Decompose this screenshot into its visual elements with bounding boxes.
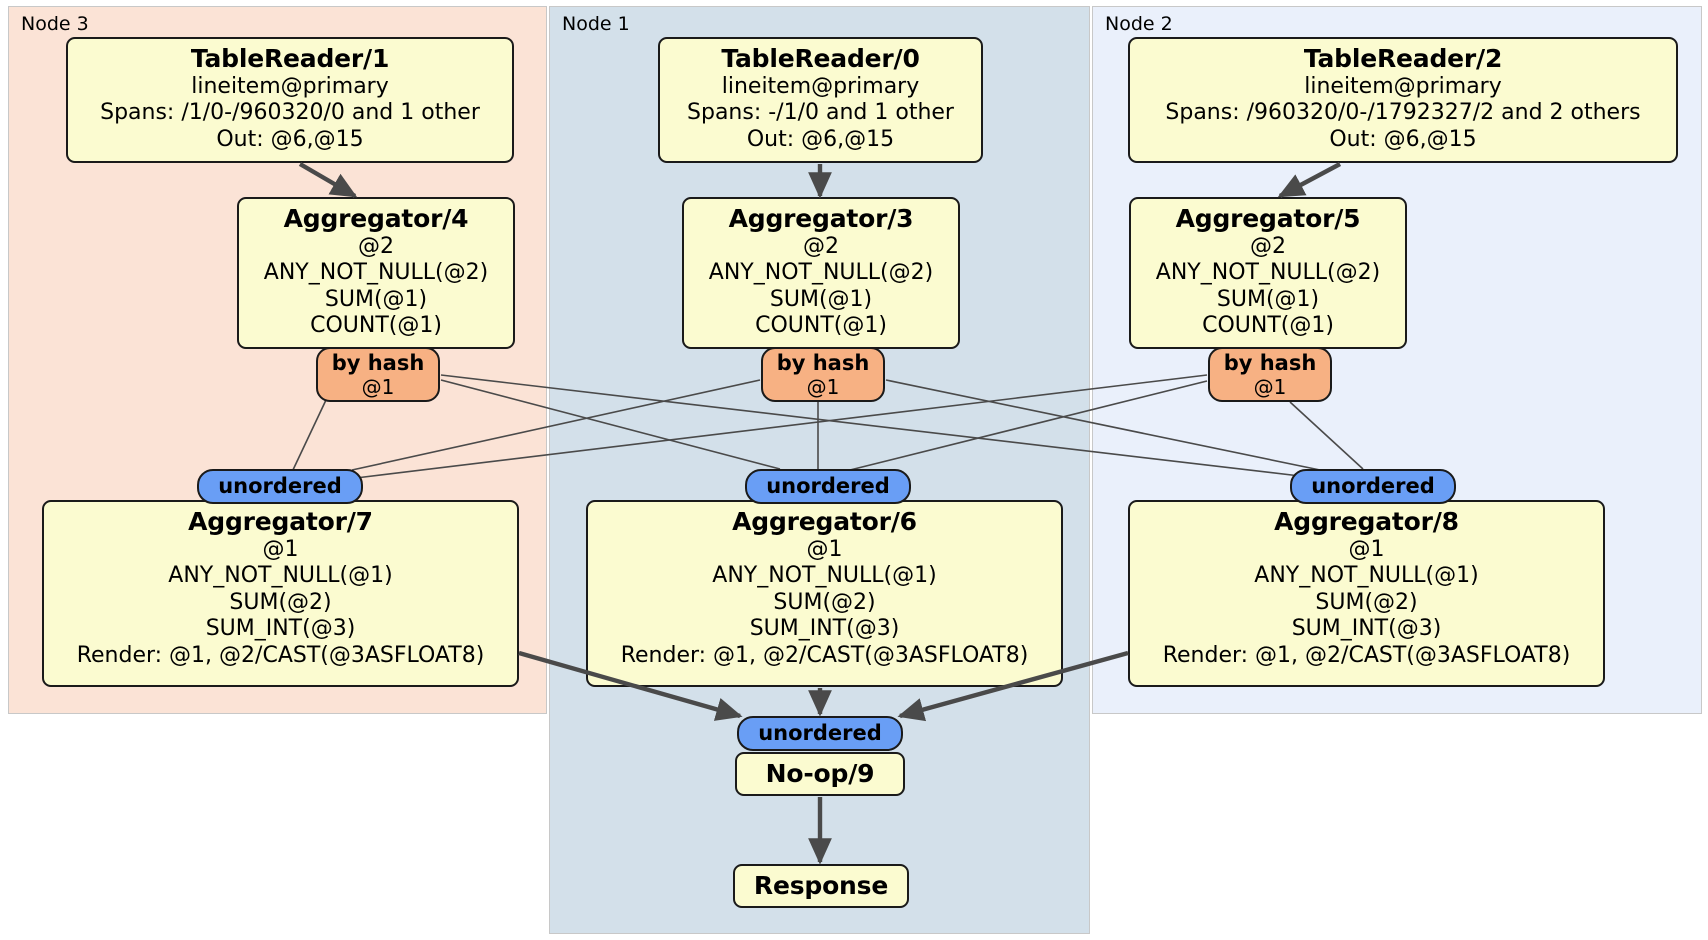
router-pill-type: unordered bbox=[766, 473, 890, 498]
node-panel-label-node-3: Node 3 bbox=[21, 13, 89, 35]
processor-detail-line: @1 bbox=[806, 537, 843, 562]
processor-title: Aggregator/5 bbox=[1175, 204, 1361, 233]
processor-detail-line: @2 bbox=[1250, 234, 1286, 259]
processor-detail-line: ANY_NOT_NULL(@1) bbox=[168, 563, 393, 589]
processor-detail-line: Spans: -/1/0 and 1 other bbox=[687, 100, 954, 126]
processor-detail-line: SUM_INT(@3) bbox=[749, 616, 900, 642]
processor-detail-line: lineitem@primary bbox=[1304, 74, 1502, 99]
router-pill-type: unordered bbox=[218, 473, 342, 498]
processor-title: Aggregator/4 bbox=[283, 204, 469, 233]
router-pill-by-hash-left[interactable]: by hash@1 bbox=[316, 347, 440, 402]
router-pill-type: by hash bbox=[776, 351, 870, 375]
processor-detail-line: SUM_INT(@3) bbox=[205, 616, 356, 642]
processor-detail-line: Spans: /960320/0-/1792327/2 and 2 others bbox=[1165, 100, 1641, 126]
processor-title: TableReader/2 bbox=[1303, 44, 1503, 73]
router-pill-type: unordered bbox=[758, 720, 882, 745]
node-panel-label-node-2: Node 2 bbox=[1105, 13, 1173, 35]
processor-detail-line: Render: @1, @2/CAST(@3ASFLOAT8) bbox=[1162, 642, 1571, 668]
processor-response[interactable]: Response bbox=[733, 864, 909, 908]
processor-detail-line: ANY_NOT_NULL(@2) bbox=[708, 260, 934, 286]
router-pill-key: @1 bbox=[1253, 374, 1287, 399]
processor-detail-line: SUM_INT(@3) bbox=[1291, 616, 1442, 642]
processor-detail-line: COUNT(@1) bbox=[1202, 313, 1334, 339]
node-panel-label-node-1: Node 1 bbox=[562, 13, 630, 35]
processor-title: Response bbox=[753, 871, 889, 900]
processor-title: No-op/9 bbox=[765, 759, 875, 788]
processor-title: Aggregator/3 bbox=[728, 204, 914, 233]
processor-title: TableReader/0 bbox=[721, 44, 920, 73]
processor-title: Aggregator/7 bbox=[188, 507, 373, 536]
processor-detail-line: lineitem@primary bbox=[191, 74, 389, 99]
router-pill-by-hash-center[interactable]: by hash@1 bbox=[761, 347, 885, 402]
processor-detail-line: @1 bbox=[1348, 537, 1385, 562]
processor-detail-line: @2 bbox=[803, 234, 839, 259]
processor-detail-line: Out: @6,@15 bbox=[216, 126, 364, 152]
router-pill-by-hash-right[interactable]: by hash@1 bbox=[1208, 347, 1332, 402]
processor-detail-line: Out: @6,@15 bbox=[746, 126, 895, 152]
processor-detail-line: ANY_NOT_NULL(@2) bbox=[1155, 260, 1381, 286]
processor-detail-line: @2 bbox=[358, 234, 394, 259]
router-pill-unordered-final[interactable]: unordered bbox=[737, 716, 903, 751]
processor-title: TableReader/1 bbox=[190, 44, 390, 73]
processor-no-op-9[interactable]: No-op/9 bbox=[735, 752, 905, 796]
processor-detail-line: lineitem@primary bbox=[721, 74, 920, 99]
router-pill-unordered-right[interactable]: unordered bbox=[1290, 469, 1456, 504]
processor-title: Aggregator/6 bbox=[732, 507, 917, 536]
processor-detail-line: Out: @6,@15 bbox=[1329, 126, 1477, 152]
processor-detail-line: SUM(@2) bbox=[773, 589, 876, 615]
router-pill-key: @1 bbox=[806, 374, 840, 399]
router-pill-key: @1 bbox=[361, 374, 395, 399]
processor-detail-line: Spans: /1/0-/960320/0 and 1 other bbox=[100, 100, 480, 126]
router-pill-unordered-left[interactable]: unordered bbox=[197, 469, 363, 504]
processor-detail-line: COUNT(@1) bbox=[755, 313, 887, 339]
processor-detail-line: SUM(@1) bbox=[324, 286, 428, 312]
processor-detail-line: COUNT(@1) bbox=[310, 313, 442, 339]
router-pill-type: by hash bbox=[1223, 351, 1317, 375]
processor-detail-line: @1 bbox=[262, 537, 299, 562]
processor-detail-line: SUM(@1) bbox=[769, 286, 873, 312]
processor-detail-line: ANY_NOT_NULL(@1) bbox=[1254, 563, 1479, 589]
processor-detail-line: Render: @1, @2/CAST(@3ASFLOAT8) bbox=[620, 642, 1029, 668]
router-pill-type: unordered bbox=[1311, 473, 1435, 498]
processor-detail-line: Render: @1, @2/CAST(@3ASFLOAT8) bbox=[76, 642, 485, 668]
processor-detail-line: ANY_NOT_NULL(@2) bbox=[263, 260, 489, 286]
router-pill-type: by hash bbox=[331, 351, 425, 375]
processor-detail-line: SUM(@1) bbox=[1216, 286, 1320, 312]
processor-detail-line: ANY_NOT_NULL(@1) bbox=[712, 563, 937, 589]
processor-detail-line: SUM(@2) bbox=[1315, 589, 1418, 615]
processor-detail-line: SUM(@2) bbox=[229, 589, 332, 615]
router-pill-unordered-center[interactable]: unordered bbox=[745, 469, 911, 504]
processor-title: Aggregator/8 bbox=[1274, 507, 1459, 536]
